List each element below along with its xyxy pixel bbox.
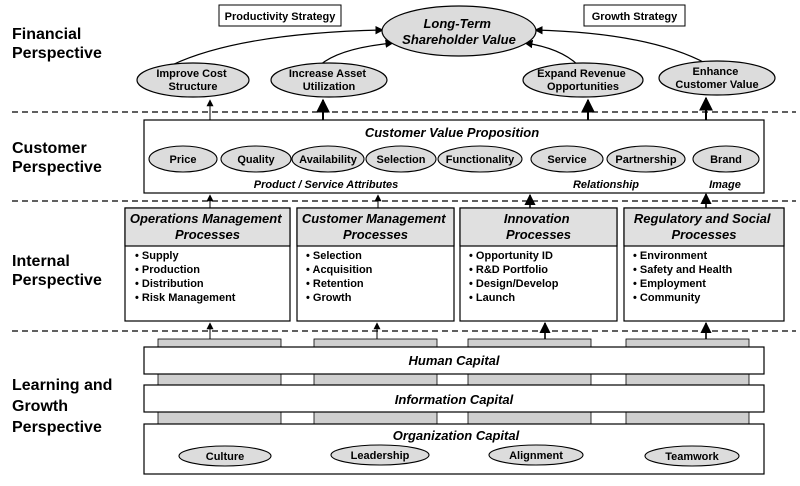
attribute-quality-label: Quality (237, 154, 275, 166)
process-operations-title: Operations Management Processes (130, 211, 285, 242)
process-innovation-item: • Design/Develop (469, 278, 559, 290)
connector-block (467, 338, 592, 348)
process-customer-mgmt-header (296, 207, 455, 247)
process-regulatory-item: • Employment (633, 278, 706, 290)
attribute-service-label: Service (547, 154, 586, 166)
arrow-revenue-to-shareholder (524, 39, 579, 66)
org-item-culture (178, 445, 272, 467)
arrow-cost-to-shareholder (171, 25, 384, 66)
arrow-asset-to-shareholder (319, 39, 394, 66)
process-innovation-item: • Opportunity ID (469, 250, 553, 262)
org-item-alignment-label: Alignment (509, 450, 563, 462)
attribute-selection-label: Selection (377, 154, 426, 166)
connector-block (313, 373, 438, 386)
org-item-teamwork (644, 445, 740, 467)
attribute-service (530, 145, 604, 173)
growth-strategy-label: Growth Strategy (592, 11, 678, 23)
process-operations-item: • Production (135, 264, 200, 276)
connector-block (467, 411, 592, 425)
attribute-quality (220, 145, 292, 173)
process-innovation: Innovation Processes • Opportunity ID • … (459, 207, 618, 322)
objective-increase-asset-utilization (270, 62, 388, 98)
process-regulatory-item: • Environment (633, 250, 707, 262)
group-product-service-attributes: Product / Service Attributes (254, 179, 398, 191)
connector-block (313, 338, 438, 348)
connector-block (467, 373, 592, 386)
process-operations-item: • Supply (135, 250, 179, 262)
learning-perspective-label: Learning and Growth Perspective (12, 377, 117, 436)
attribute-functionality (437, 145, 523, 173)
attribute-price-label: Price (170, 154, 197, 166)
attribute-partnership-label: Partnership (615, 154, 676, 166)
shareholder-value-label: Long-Term Shareholder Value (402, 16, 516, 47)
process-operations-item: • Risk Management (135, 292, 236, 304)
process-innovation-title: Innovation Processes (504, 211, 573, 242)
productivity-strategy-box (218, 4, 342, 27)
process-customer-mgmt-title: Customer Management Processes (302, 211, 449, 242)
connector-block (157, 373, 282, 386)
objective-increase-asset-utilization-label: Increase Asset Utilization (289, 68, 369, 93)
attribute-partnership (606, 145, 686, 173)
arrow-customer-value-to-shareholder (534, 25, 708, 65)
process-regulatory-title: Regulatory and Social Processes (634, 211, 774, 242)
shareholder-value-ellipse (381, 5, 537, 57)
process-regulatory-social: Regulatory and Social Processes • Enviro… (623, 207, 785, 322)
human-capital-label: Human Capital (408, 353, 499, 368)
org-item-alignment (488, 444, 584, 466)
process-customer-mgmt-item: • Selection (306, 250, 362, 262)
internal-perspective-label: Internal Perspective (12, 253, 102, 289)
org-item-leadership (330, 444, 430, 466)
connector-block (625, 338, 750, 348)
organization-capital-items: Culture Leadership Alignment Teamwork (178, 444, 740, 467)
connector-block (625, 411, 750, 425)
process-innovation-item: • Launch (469, 292, 515, 304)
org-item-leadership-label: Leadership (351, 450, 410, 462)
attribute-functionality-label: Functionality (446, 154, 515, 166)
financial-perspective-label: Financial Perspective (12, 26, 102, 62)
information-capital-label: Information Capital (395, 392, 514, 407)
growth-strategy-box (583, 4, 686, 27)
group-image: Image (709, 179, 741, 191)
human-capital-box (143, 346, 765, 375)
attribute-brand-label: Brand (710, 154, 742, 166)
attribute-brand (692, 145, 760, 173)
process-customer-mgmt-item: • Acquisition (306, 264, 373, 276)
process-operations-item: • Distribution (135, 278, 204, 290)
connector-blocks (157, 338, 750, 425)
process-regulatory-item: • Community (633, 292, 701, 304)
connector-block (313, 411, 438, 425)
customer-attributes: Price Quality Availability Selection Fun… (148, 145, 760, 173)
process-regulatory-header (623, 207, 785, 247)
productivity-strategy-label: Productivity Strategy (225, 11, 337, 23)
org-item-teamwork-label: Teamwork (665, 451, 719, 463)
process-innovation-item: • R&D Portfolio (469, 264, 548, 276)
process-regulatory-item: • Safety and Health (633, 264, 733, 276)
process-customer-mgmt-item: • Growth (306, 292, 352, 304)
process-operations-header (124, 207, 291, 247)
attribute-price (148, 145, 218, 173)
objective-improve-cost-structure-label: Improve Cost Structure (156, 68, 229, 93)
objective-improve-cost-structure (136, 62, 250, 98)
objective-enhance-customer-value (658, 60, 776, 96)
process-customer-mgmt-item: • Retention (306, 278, 364, 290)
customer-perspective-label: Customer Perspective (12, 140, 102, 176)
connector-block (625, 373, 750, 386)
connector-block (157, 411, 282, 425)
objective-enhance-customer-value-label: Enhance Customer Value (675, 66, 758, 91)
process-innovation-header (459, 207, 618, 247)
organization-capital-label: Organization Capital (393, 428, 520, 443)
attribute-availability (291, 145, 365, 173)
customer-value-proposition-title: Customer Value Proposition (365, 125, 539, 140)
org-item-culture-label: Culture (206, 451, 245, 463)
attribute-availability-label: Availability (299, 154, 358, 166)
connector-block (157, 338, 282, 348)
attribute-selection (365, 145, 437, 173)
objective-expand-revenue-opportunities (522, 62, 644, 98)
process-operations-management: Operations Management Processes • Supply… (124, 207, 291, 322)
group-relationship: Relationship (573, 179, 639, 191)
information-capital-box (143, 384, 765, 413)
objective-expand-revenue-opportunities-label: Expand Revenue Opportunities (537, 68, 629, 93)
process-customer-management: Customer Management Processes • Selectio… (296, 207, 455, 322)
